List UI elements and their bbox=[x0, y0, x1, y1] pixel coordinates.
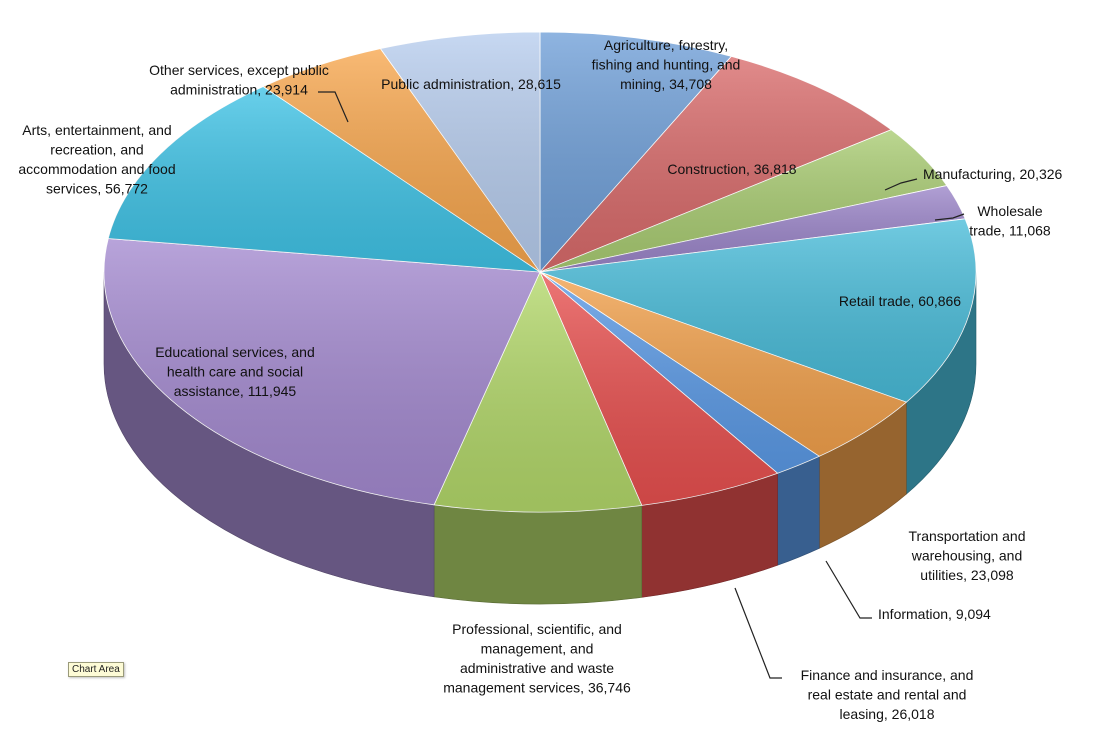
data-label-line: recreation, and bbox=[50, 142, 143, 158]
data-label-line: leasing, 26,018 bbox=[840, 706, 935, 722]
slice-gloss bbox=[540, 129, 947, 272]
data-label-line: trade, 11,068 bbox=[969, 223, 1051, 239]
data-label-agriculture-forestry-fishing-a: Agriculture, forestry, fishing and huntin… bbox=[592, 37, 741, 92]
data-label-line: Finance and insurance, and bbox=[801, 667, 974, 683]
data-label-line: Information, 9,094 bbox=[878, 606, 991, 622]
data-label-wholesale-trade: Wholesale trade, 11,068 bbox=[969, 203, 1051, 239]
slice-side-professional-scientific-and-ma bbox=[433, 504, 643, 605]
data-label-transportation-and-warehousing: Transportation and warehousing, and utilit… bbox=[909, 528, 1026, 583]
data-label-line: warehousing, and bbox=[911, 548, 1023, 564]
slice-gloss bbox=[540, 272, 907, 457]
data-label-information: Information, 9,094 bbox=[878, 606, 991, 622]
data-label-manufacturing: Manufacturing, 20,326 bbox=[923, 166, 1063, 182]
data-label-finance-and-insurance-and-real: Finance and insurance, and real estate an… bbox=[801, 667, 974, 722]
data-label-arts-entertainment-and-recreat: Arts, entertainment, and recreation, and a… bbox=[18, 122, 175, 197]
slice-gloss bbox=[540, 56, 892, 272]
data-label-line: real estate and rental and bbox=[808, 687, 967, 703]
slice-gloss bbox=[380, 32, 540, 272]
data-label-line: management, and bbox=[481, 641, 594, 657]
data-label-other-services-except-public-a: Other services, except public administrat… bbox=[149, 62, 329, 98]
data-label-line: utilities, 23,098 bbox=[920, 567, 1014, 583]
data-label-line: health care and social bbox=[167, 364, 303, 380]
slice-gloss bbox=[434, 272, 642, 512]
slice-gloss bbox=[540, 272, 778, 506]
slice-gloss bbox=[263, 48, 540, 272]
pie-sides bbox=[103, 271, 977, 605]
leader-line bbox=[934, 213, 965, 221]
data-label-line: administrative and waste bbox=[460, 660, 614, 676]
data-label-line: Wholesale bbox=[977, 203, 1043, 219]
leader-line bbox=[318, 91, 349, 123]
data-label-line: mining, 34,708 bbox=[620, 76, 712, 92]
slice-labels: Agriculture, forestry, fishing and huntin… bbox=[18, 37, 1062, 722]
leader-lines bbox=[318, 91, 965, 679]
data-label-line: Arts, entertainment, and bbox=[22, 122, 171, 138]
leader-line bbox=[734, 587, 782, 679]
data-label-line: Retail trade, 60,866 bbox=[839, 293, 961, 309]
data-label-line: Construction, 36,818 bbox=[667, 161, 796, 177]
pie-tops bbox=[103, 31, 977, 513]
data-label-line: Professional, scientific, and bbox=[452, 621, 622, 637]
slice-gloss bbox=[108, 86, 540, 272]
data-label-educational-services-and-healt: Educational services, and health care and… bbox=[155, 344, 315, 399]
leader-line bbox=[884, 178, 918, 191]
slice-gloss bbox=[540, 218, 976, 403]
data-label-construction: Construction, 36,818 bbox=[667, 161, 796, 177]
data-label-retail-trade: Retail trade, 60,866 bbox=[839, 293, 961, 309]
chart-area-tooltip: Chart Area bbox=[68, 662, 124, 677]
slice-gloss bbox=[540, 185, 966, 272]
slice-side-information bbox=[777, 455, 820, 566]
data-label-public-administration: Public administration, 28,615 bbox=[381, 76, 561, 92]
slice-gloss bbox=[540, 272, 820, 474]
data-label-line: Agriculture, forestry, bbox=[604, 37, 728, 53]
data-label-line: Educational services, and bbox=[155, 344, 315, 360]
data-label-line: fishing and hunting, and bbox=[592, 57, 741, 73]
data-label-line: management services, 36,746 bbox=[443, 680, 631, 696]
data-label-line: Transportation and bbox=[909, 528, 1026, 544]
data-label-line: services, 56,772 bbox=[46, 181, 148, 197]
data-label-line: Other services, except public bbox=[149, 62, 329, 78]
data-label-professional-scientific-and-ma: Professional, scientific, and management,… bbox=[443, 621, 631, 696]
data-label-line: assistance, 111,945 bbox=[174, 383, 297, 399]
leader-line bbox=[825, 560, 872, 619]
data-label-line: Public administration, 28,615 bbox=[381, 76, 561, 92]
slice-gloss bbox=[540, 32, 732, 272]
data-label-line: administration, 23,914 bbox=[170, 82, 308, 98]
data-label-line: accommodation and food bbox=[18, 161, 175, 177]
slice-gloss bbox=[103, 238, 540, 505]
data-label-line: Manufacturing, 20,326 bbox=[923, 166, 1063, 182]
